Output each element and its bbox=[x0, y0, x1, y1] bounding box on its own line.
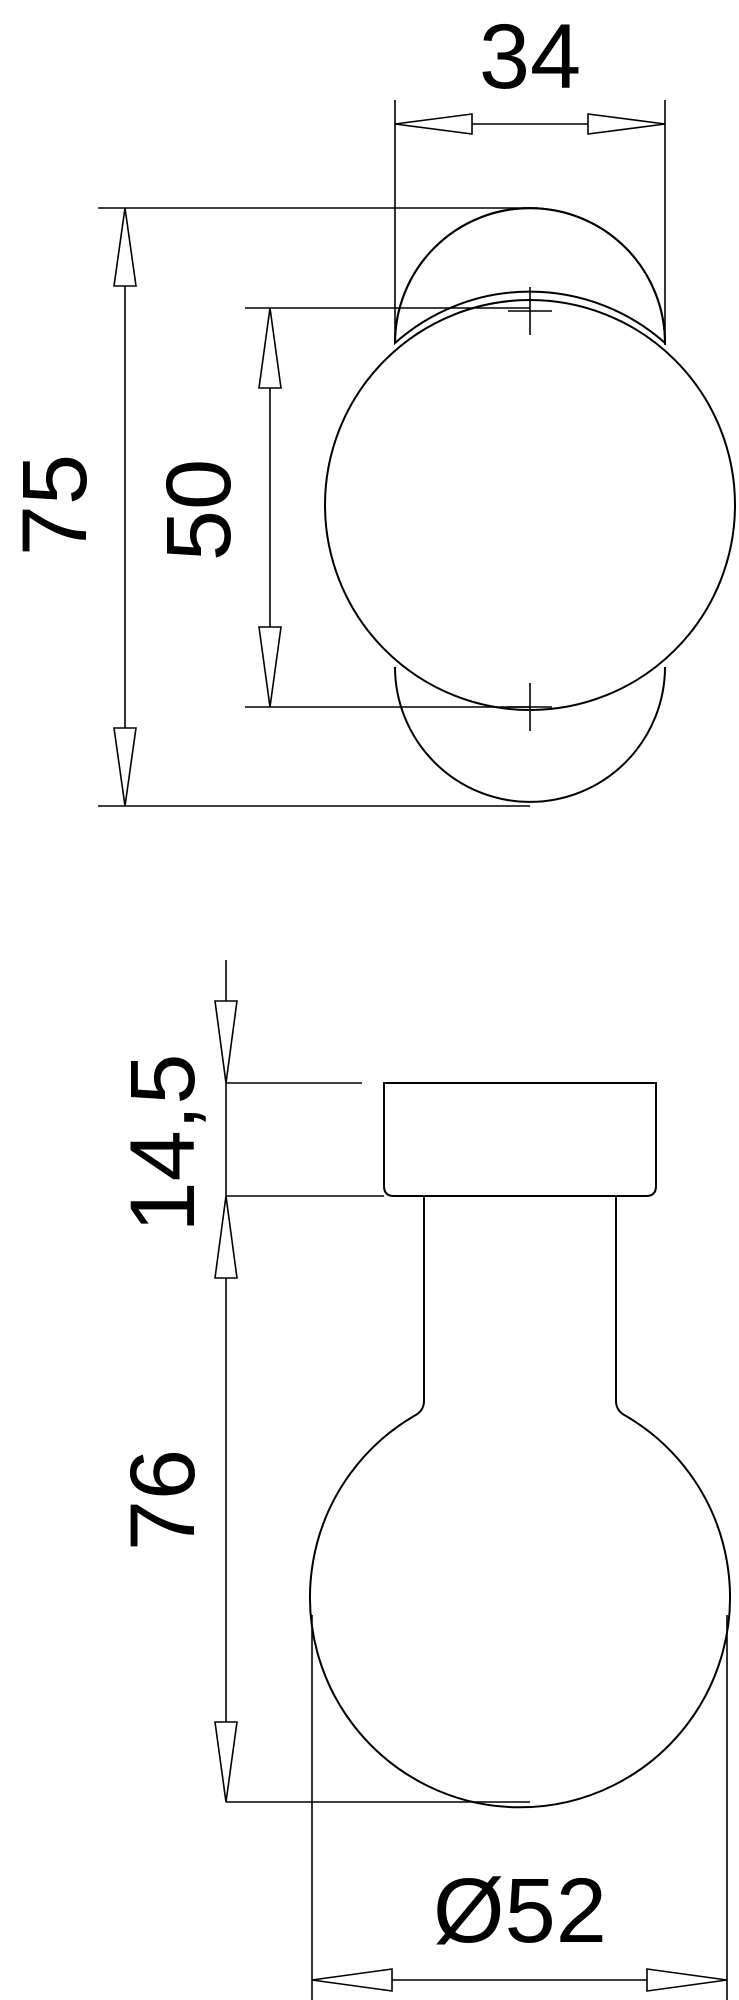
dimension-label-rose-width: 34 bbox=[479, 6, 581, 108]
dimension-rose-height: 75 bbox=[4, 207, 530, 807]
dimension-label-knob-front: 50 bbox=[148, 459, 250, 561]
dimension-knob-projection: 76 bbox=[112, 1449, 530, 1803]
side-view: 14,5 76 Ø52 bbox=[112, 960, 731, 2000]
dimension-knob-ball-diameter: Ø52 bbox=[311, 1615, 728, 2000]
knob-side-profile bbox=[309, 1196, 731, 1809]
dimension-label-knob-projection: 76 bbox=[112, 1449, 214, 1551]
dimension-rose-thickness: 14,5 bbox=[112, 960, 384, 1802]
screw-mark-top bbox=[508, 287, 552, 335]
rose-outline-bottom-cap bbox=[394, 666, 666, 803]
knob-front-circle bbox=[324, 299, 736, 711]
dimension-label-rose-height: 75 bbox=[4, 454, 106, 556]
dimension-rose-width: 34 bbox=[394, 6, 666, 345]
dimension-knob-front: 50 bbox=[148, 307, 530, 708]
front-view: 34 75 50 bbox=[4, 6, 736, 807]
dimension-label-knob-ball-diameter: Ø52 bbox=[433, 1860, 607, 1962]
rose-plate-side bbox=[383, 1082, 657, 1197]
dimension-label-rose-thickness: 14,5 bbox=[112, 1053, 214, 1232]
